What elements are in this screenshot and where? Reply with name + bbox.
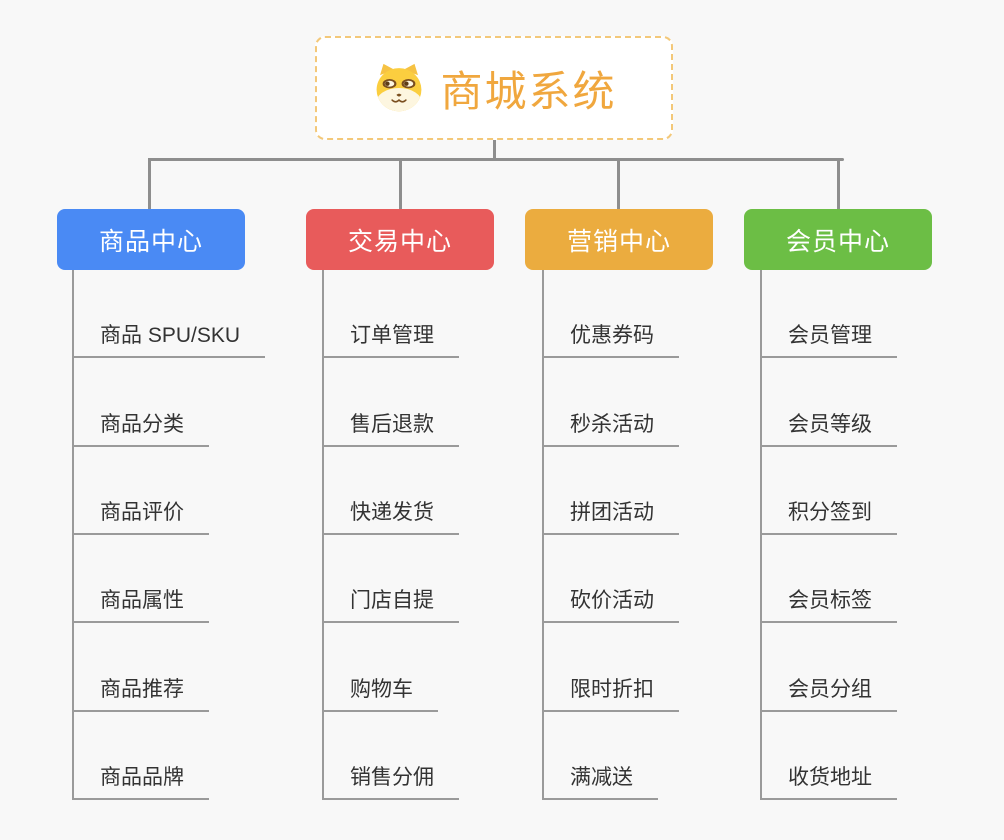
leaf-node[interactable]: 门店自提: [324, 584, 459, 624]
leaf-node[interactable]: 会员管理: [762, 319, 897, 359]
branch-label: 商品中心: [98, 227, 203, 256]
leaf-node[interactable]: 商品品牌: [74, 761, 209, 800]
leaf-node[interactable]: 优惠券码: [544, 319, 679, 359]
branch-column-member: 会员管理 会员等级 积分签到 会员标签 会员分组 收货地址: [760, 270, 1004, 800]
leaf-node[interactable]: 满减送: [544, 761, 658, 800]
branch-column-product: 商品 SPU/SKU 商品分类 商品评价 商品属性 商品推荐 商品品牌: [72, 270, 322, 800]
drop-line-marketing: [617, 158, 620, 211]
leaf-node[interactable]: 积分签到: [762, 496, 897, 535]
leaf-node[interactable]: 商品属性: [74, 584, 209, 624]
leaf-node[interactable]: 秒杀活动: [544, 408, 679, 447]
leaf-node[interactable]: 商品推荐: [74, 673, 209, 712]
root-title: 商城系统: [440, 67, 617, 115]
leaf-node[interactable]: 限时折扣: [544, 673, 679, 712]
leaf-node[interactable]: 订单管理: [324, 319, 459, 359]
branch-node-marketing-center[interactable]: 营销中心: [525, 209, 713, 270]
drop-line-product: [148, 158, 151, 211]
leaf-node[interactable]: 拼团活动: [544, 496, 679, 535]
leaf-node[interactable]: 售后退款: [324, 408, 459, 447]
branch-label: 营销中心: [566, 227, 671, 256]
leaf-node[interactable]: 砍价活动: [544, 584, 679, 624]
branch-label: 交易中心: [347, 227, 452, 256]
dog-face-icon: [377, 63, 422, 112]
root-stem-line: [493, 140, 496, 160]
branch-column-marketing: 优惠券码 秒杀活动 拼团活动 砍价活动 限时折扣 满减送: [542, 270, 792, 800]
leaf-node[interactable]: 会员等级: [762, 408, 897, 447]
leaf-node[interactable]: 收货地址: [762, 761, 897, 800]
branch-node-trade-center[interactable]: 交易中心: [306, 209, 494, 270]
leaf-node[interactable]: 会员标签: [762, 584, 897, 624]
branch-node-member-center[interactable]: 会员中心: [744, 209, 932, 270]
leaf-node[interactable]: 快递发货: [324, 496, 459, 535]
branch-node-product-center[interactable]: 商品中心: [57, 209, 245, 270]
drop-line-trade: [399, 158, 402, 211]
leaf-node[interactable]: 销售分佣: [324, 761, 459, 800]
branch-label: 会员中心: [785, 227, 890, 256]
root-node-mall-system[interactable]: 商城系统: [315, 36, 673, 140]
leaf-node[interactable]: 商品 SPU/SKU: [74, 319, 266, 359]
leaf-node[interactable]: 商品评价: [74, 496, 209, 535]
leaf-node[interactable]: 商品分类: [74, 408, 209, 447]
leaf-node[interactable]: 会员分组: [762, 673, 897, 712]
drop-line-member: [837, 158, 840, 211]
leaf-node[interactable]: 购物车: [324, 673, 438, 712]
branch-bus-line: [148, 158, 844, 161]
branch-column-trade: 订单管理 售后退款 快递发货 门店自提 购物车 销售分佣: [322, 270, 572, 800]
